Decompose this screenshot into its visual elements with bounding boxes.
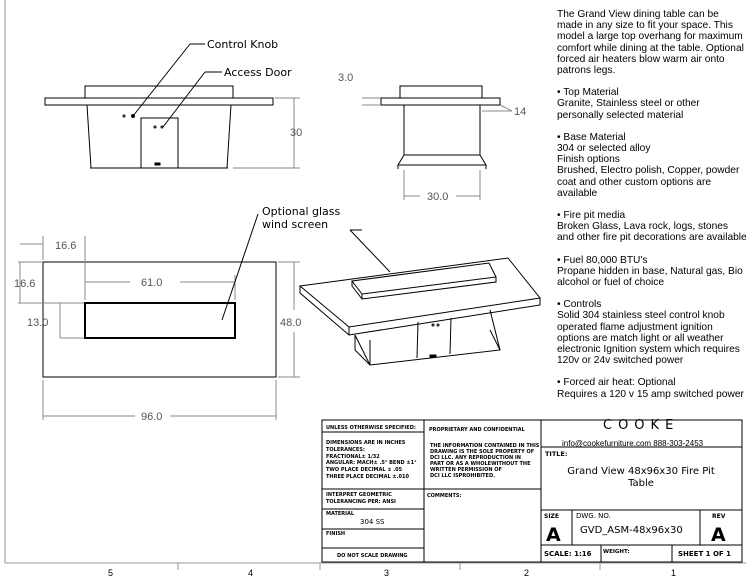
dim-side-width: 30.0 bbox=[427, 191, 448, 203]
proprietary-line: THE INFORMATION CONTAINED IN THIS bbox=[430, 443, 540, 449]
zone-label: 4 bbox=[248, 568, 253, 578]
notes-section: Base Material 304 or selected alloy Fini… bbox=[557, 132, 746, 199]
drawing-title-line1: Grand View 48x96x30 Fire Pit bbox=[567, 466, 715, 477]
cooke-logo: COOKE bbox=[603, 418, 679, 433]
iso-view bbox=[298, 229, 541, 366]
section-title: Fire pit media bbox=[557, 210, 625, 221]
weight-label: WEIGHT: bbox=[603, 549, 630, 555]
proprietary-line: DCI LLC ISPROHIBITED. bbox=[430, 473, 495, 479]
title-label: TITLE: bbox=[545, 450, 567, 458]
product-notes: The Grand View dining table can be made … bbox=[557, 9, 746, 411]
section-body: Requires a 120 v 15 amp switched power bbox=[557, 388, 744, 400]
dim-front-height: 30 bbox=[290, 127, 302, 139]
rev-value: A bbox=[711, 524, 726, 546]
size-label: SIZE bbox=[544, 513, 559, 520]
control-knob-label: Control Knob bbox=[207, 38, 278, 51]
scale-value: SCALE: 1:16 bbox=[544, 550, 592, 558]
interpret-line2: TOLERANCING PER: ANSI bbox=[326, 499, 396, 505]
material-label: MATERIAL bbox=[326, 511, 355, 517]
section-body: Granite, Stainless steel or other person… bbox=[557, 98, 700, 121]
dim-top-left-offset: 16.6 bbox=[55, 240, 76, 252]
unless-specified: UNLESS OTHERWISE SPECIFIED: bbox=[326, 425, 416, 431]
section-title: Top Material bbox=[557, 87, 619, 98]
front-view bbox=[44, 43, 300, 169]
notes-intro: The Grand View dining table can be made … bbox=[557, 9, 744, 77]
tolerance-line: TOLERANCES: bbox=[326, 447, 365, 453]
section-title: Fuel 80,000 BTU's bbox=[557, 255, 647, 266]
contact-info: info@cookefurniture.com 888-303-2453 bbox=[562, 439, 704, 448]
proprietary-line: WRITTEN PERMISSION OF bbox=[430, 467, 502, 473]
material-value: 304 SS bbox=[360, 518, 385, 526]
section-body: 304 or selected alloy Finish options Bru… bbox=[557, 143, 740, 199]
proprietary-line: DRAWING IS THE SOLE PROPERTY OF bbox=[430, 449, 534, 455]
dim-insert-width: 13.0 bbox=[27, 317, 48, 329]
zone-label: 5 bbox=[108, 568, 113, 578]
interpret-line1: INTERPRET GEOMETRIC bbox=[326, 492, 392, 498]
tolerance-line: FRACTIONAL± 1/32 bbox=[326, 454, 380, 460]
tolerances: DIMENSIONS ARE IN INCHES TOLERANCES: FRA… bbox=[326, 440, 417, 480]
dim-side-top: 3.0 bbox=[338, 72, 353, 84]
drawing-title-line2: Table bbox=[627, 478, 654, 489]
dim-insert-length: 61.0 bbox=[141, 277, 162, 289]
no-scale-note: DO NOT SCALE DRAWING bbox=[337, 553, 408, 559]
top-view bbox=[18, 213, 300, 420]
glass-label-line2: wind screen bbox=[262, 218, 328, 231]
dim-table-width: 48.0 bbox=[280, 317, 301, 329]
tolerance-line: ANGULAR: MACH± .5° BEND ±1° bbox=[326, 460, 417, 466]
proprietary-line: DCI LLC. ANY REPRODUCTION IN bbox=[430, 455, 521, 461]
size-value: A bbox=[546, 524, 561, 546]
section-body: Solid 304 stainless steel control knob o… bbox=[557, 310, 740, 367]
title-block bbox=[321, 419, 743, 563]
tolerance-line: DIMENSIONS ARE IN INCHES bbox=[326, 440, 406, 446]
proprietary-line: PART OR AS A WHOLEWITHOUT THE bbox=[430, 461, 531, 467]
zone-label: 3 bbox=[384, 568, 389, 578]
dim-side-overhang: 14 bbox=[514, 106, 526, 118]
dwg-number: GVD_ASM-48x96x30 bbox=[580, 525, 683, 536]
side-view bbox=[362, 85, 513, 200]
tolerance-line: THREE PLACE DECIMAL ±.010 bbox=[326, 474, 409, 480]
proprietary-text: THE INFORMATION CONTAINED IN THIS DRAWIN… bbox=[430, 443, 540, 479]
tolerance-line: TWO PLACE DECIMAL ± .05 bbox=[326, 467, 403, 473]
dim-top-top-offset: 16.6 bbox=[14, 278, 35, 290]
section-title: Base Material bbox=[557, 132, 626, 143]
section-body: Broken Glass, Lava rock, logs, stones an… bbox=[557, 221, 746, 244]
section-body: Propane hidden in base, Natural gas, Bio… bbox=[557, 265, 743, 289]
section-title: Forced air heat: Optional bbox=[557, 377, 676, 388]
proprietary-heading: PROPRIETARY AND CONFIDENTIAL bbox=[429, 427, 526, 433]
finish-label: FINISH bbox=[326, 531, 345, 537]
access-door-label: Access Door bbox=[224, 66, 292, 79]
zone-label: 1 bbox=[671, 568, 676, 578]
dwg-label: DWG. NO. bbox=[576, 512, 611, 520]
glass-label-line1: Optional glass bbox=[262, 205, 341, 218]
dim-table-length: 96.0 bbox=[141, 411, 162, 423]
comments-label: COMMENTS: bbox=[427, 493, 461, 499]
zone-label: 2 bbox=[524, 568, 529, 578]
sheet-number: SHEET 1 OF 1 bbox=[678, 550, 731, 558]
section-title: Controls bbox=[557, 299, 601, 310]
rev-label: REV bbox=[712, 513, 726, 520]
